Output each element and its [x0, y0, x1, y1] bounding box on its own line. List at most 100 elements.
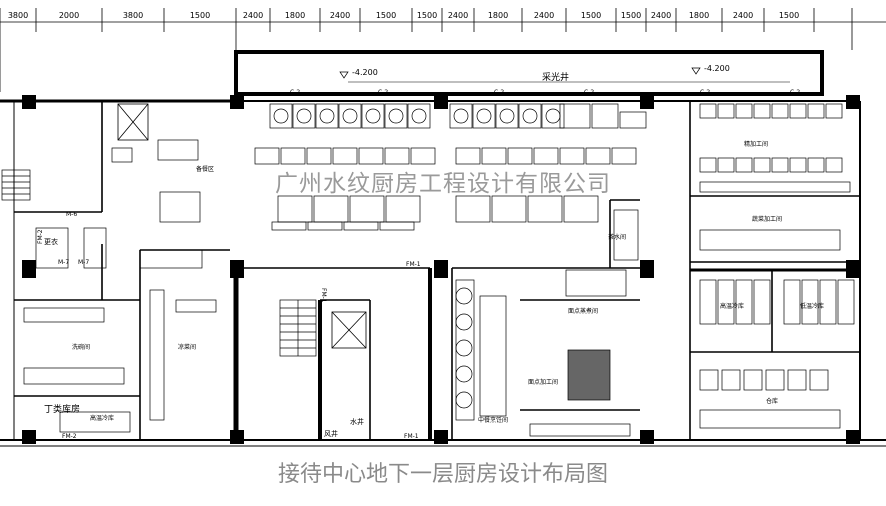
equipment-block	[559, 103, 591, 129]
dimension-label: 2400	[243, 11, 263, 20]
equipment-block	[699, 229, 841, 251]
burner	[411, 108, 427, 124]
equipment-block	[385, 195, 421, 223]
burner	[273, 108, 289, 124]
equipment-block	[277, 195, 313, 223]
equipment-block	[23, 307, 105, 323]
room-cold-dish: 凉菜间	[178, 343, 196, 351]
equipment-block	[721, 369, 741, 391]
equipment-block	[455, 195, 491, 223]
equipment-block	[59, 411, 131, 433]
svg-text:M-7: M-7	[78, 259, 89, 266]
svg-text:C-2: C-2	[790, 89, 800, 96]
svg-text:M-7: M-7	[58, 259, 69, 266]
svg-text:C-2: C-2	[584, 89, 594, 96]
room-chinese-cook: 中餐烹饪间	[478, 416, 508, 424]
burner	[522, 108, 538, 124]
equipment-block	[149, 289, 165, 421]
equipment-block	[306, 147, 332, 165]
equipment-block	[717, 103, 735, 119]
equipment-block	[717, 157, 735, 173]
stair-left	[1, 169, 31, 201]
burner	[453, 108, 469, 124]
equipment-block	[449, 103, 473, 129]
door-tags: FM-2 FM-1 FM-1 FM-1 FM-2 M-7 M-7 M-6	[37, 211, 421, 440]
equipment-block	[349, 195, 385, 223]
dimension-label: 1800	[689, 11, 709, 20]
equipment-block	[315, 103, 339, 129]
room-dry-store: 丁类库房	[44, 403, 80, 415]
equipment-block	[358, 147, 384, 165]
burner	[296, 108, 312, 124]
svg-text:C-2: C-2	[494, 89, 504, 96]
svg-text:FM-1: FM-1	[320, 288, 327, 303]
room-locker: 更衣	[44, 237, 58, 246]
equipment-block	[338, 103, 362, 129]
room-wind-well: 风井	[324, 429, 338, 438]
skylight-well: -4.200 采光井 -4.200	[234, 50, 824, 96]
equipment-block	[717, 279, 735, 325]
equipment-block	[491, 195, 527, 223]
equipment-block	[292, 103, 316, 129]
burner	[342, 108, 358, 124]
burner	[499, 108, 515, 124]
equipment-block	[384, 147, 410, 165]
equipment-block	[139, 249, 203, 269]
equipment-block	[789, 157, 807, 173]
burner	[455, 313, 473, 331]
equipment-block	[699, 409, 841, 429]
equipment-block	[611, 147, 637, 165]
equipment-block	[563, 195, 599, 223]
equipment-block	[591, 103, 619, 129]
stair-center	[279, 299, 317, 357]
equipment-block	[407, 103, 431, 129]
dimension-label: 2400	[733, 11, 753, 20]
dimension-label: 1500	[581, 11, 601, 20]
equipment-block	[735, 157, 753, 173]
equipment-block	[455, 147, 481, 165]
equipment-block	[379, 221, 415, 231]
room-fine-process: 精加工间	[744, 140, 768, 148]
equipment-block	[384, 103, 408, 129]
dimension-label: 1500	[190, 11, 210, 20]
equipment-block	[789, 103, 807, 119]
room-pastry: 面点加工间	[528, 378, 558, 386]
equipment-block	[343, 221, 379, 231]
room-lo-cold: 低温冷库	[800, 302, 824, 310]
level-mark-left: -4.200	[352, 68, 378, 77]
skylight-label: 采光井	[542, 71, 569, 83]
burner	[455, 391, 473, 409]
room-water-well: 水井	[350, 417, 364, 426]
burner	[455, 365, 473, 383]
svg-text:C-2: C-2	[378, 89, 388, 96]
equipment-block	[472, 103, 496, 129]
burner	[365, 108, 381, 124]
equipment-block	[269, 103, 293, 129]
interior-partitions	[14, 101, 860, 440]
dimension-label: 2400	[448, 11, 468, 20]
equipment-block	[157, 139, 199, 161]
burner	[455, 339, 473, 357]
room-tea: 茶水间	[608, 233, 626, 241]
equipment-block	[809, 369, 829, 391]
equipment-block	[271, 221, 307, 231]
equipment-block	[175, 299, 217, 313]
equipment-block	[567, 349, 611, 401]
dimension-label: 3800	[123, 11, 143, 20]
burner	[476, 108, 492, 124]
equipment-block	[313, 195, 349, 223]
watermark: 广州水纹厨房工程设计有限公司	[275, 171, 611, 197]
equipment-block	[254, 147, 280, 165]
equipment-block	[771, 103, 789, 119]
elevator-shaft	[117, 103, 367, 349]
equipment-block	[481, 147, 507, 165]
burner	[388, 108, 404, 124]
svg-text:FM-2: FM-2	[62, 433, 77, 440]
equipment-block	[753, 279, 771, 325]
equipment-block	[837, 279, 855, 325]
equipment-block	[825, 157, 843, 173]
equipment-block	[280, 147, 306, 165]
dimension-label: 1500	[376, 11, 396, 20]
equipment-block	[787, 369, 807, 391]
